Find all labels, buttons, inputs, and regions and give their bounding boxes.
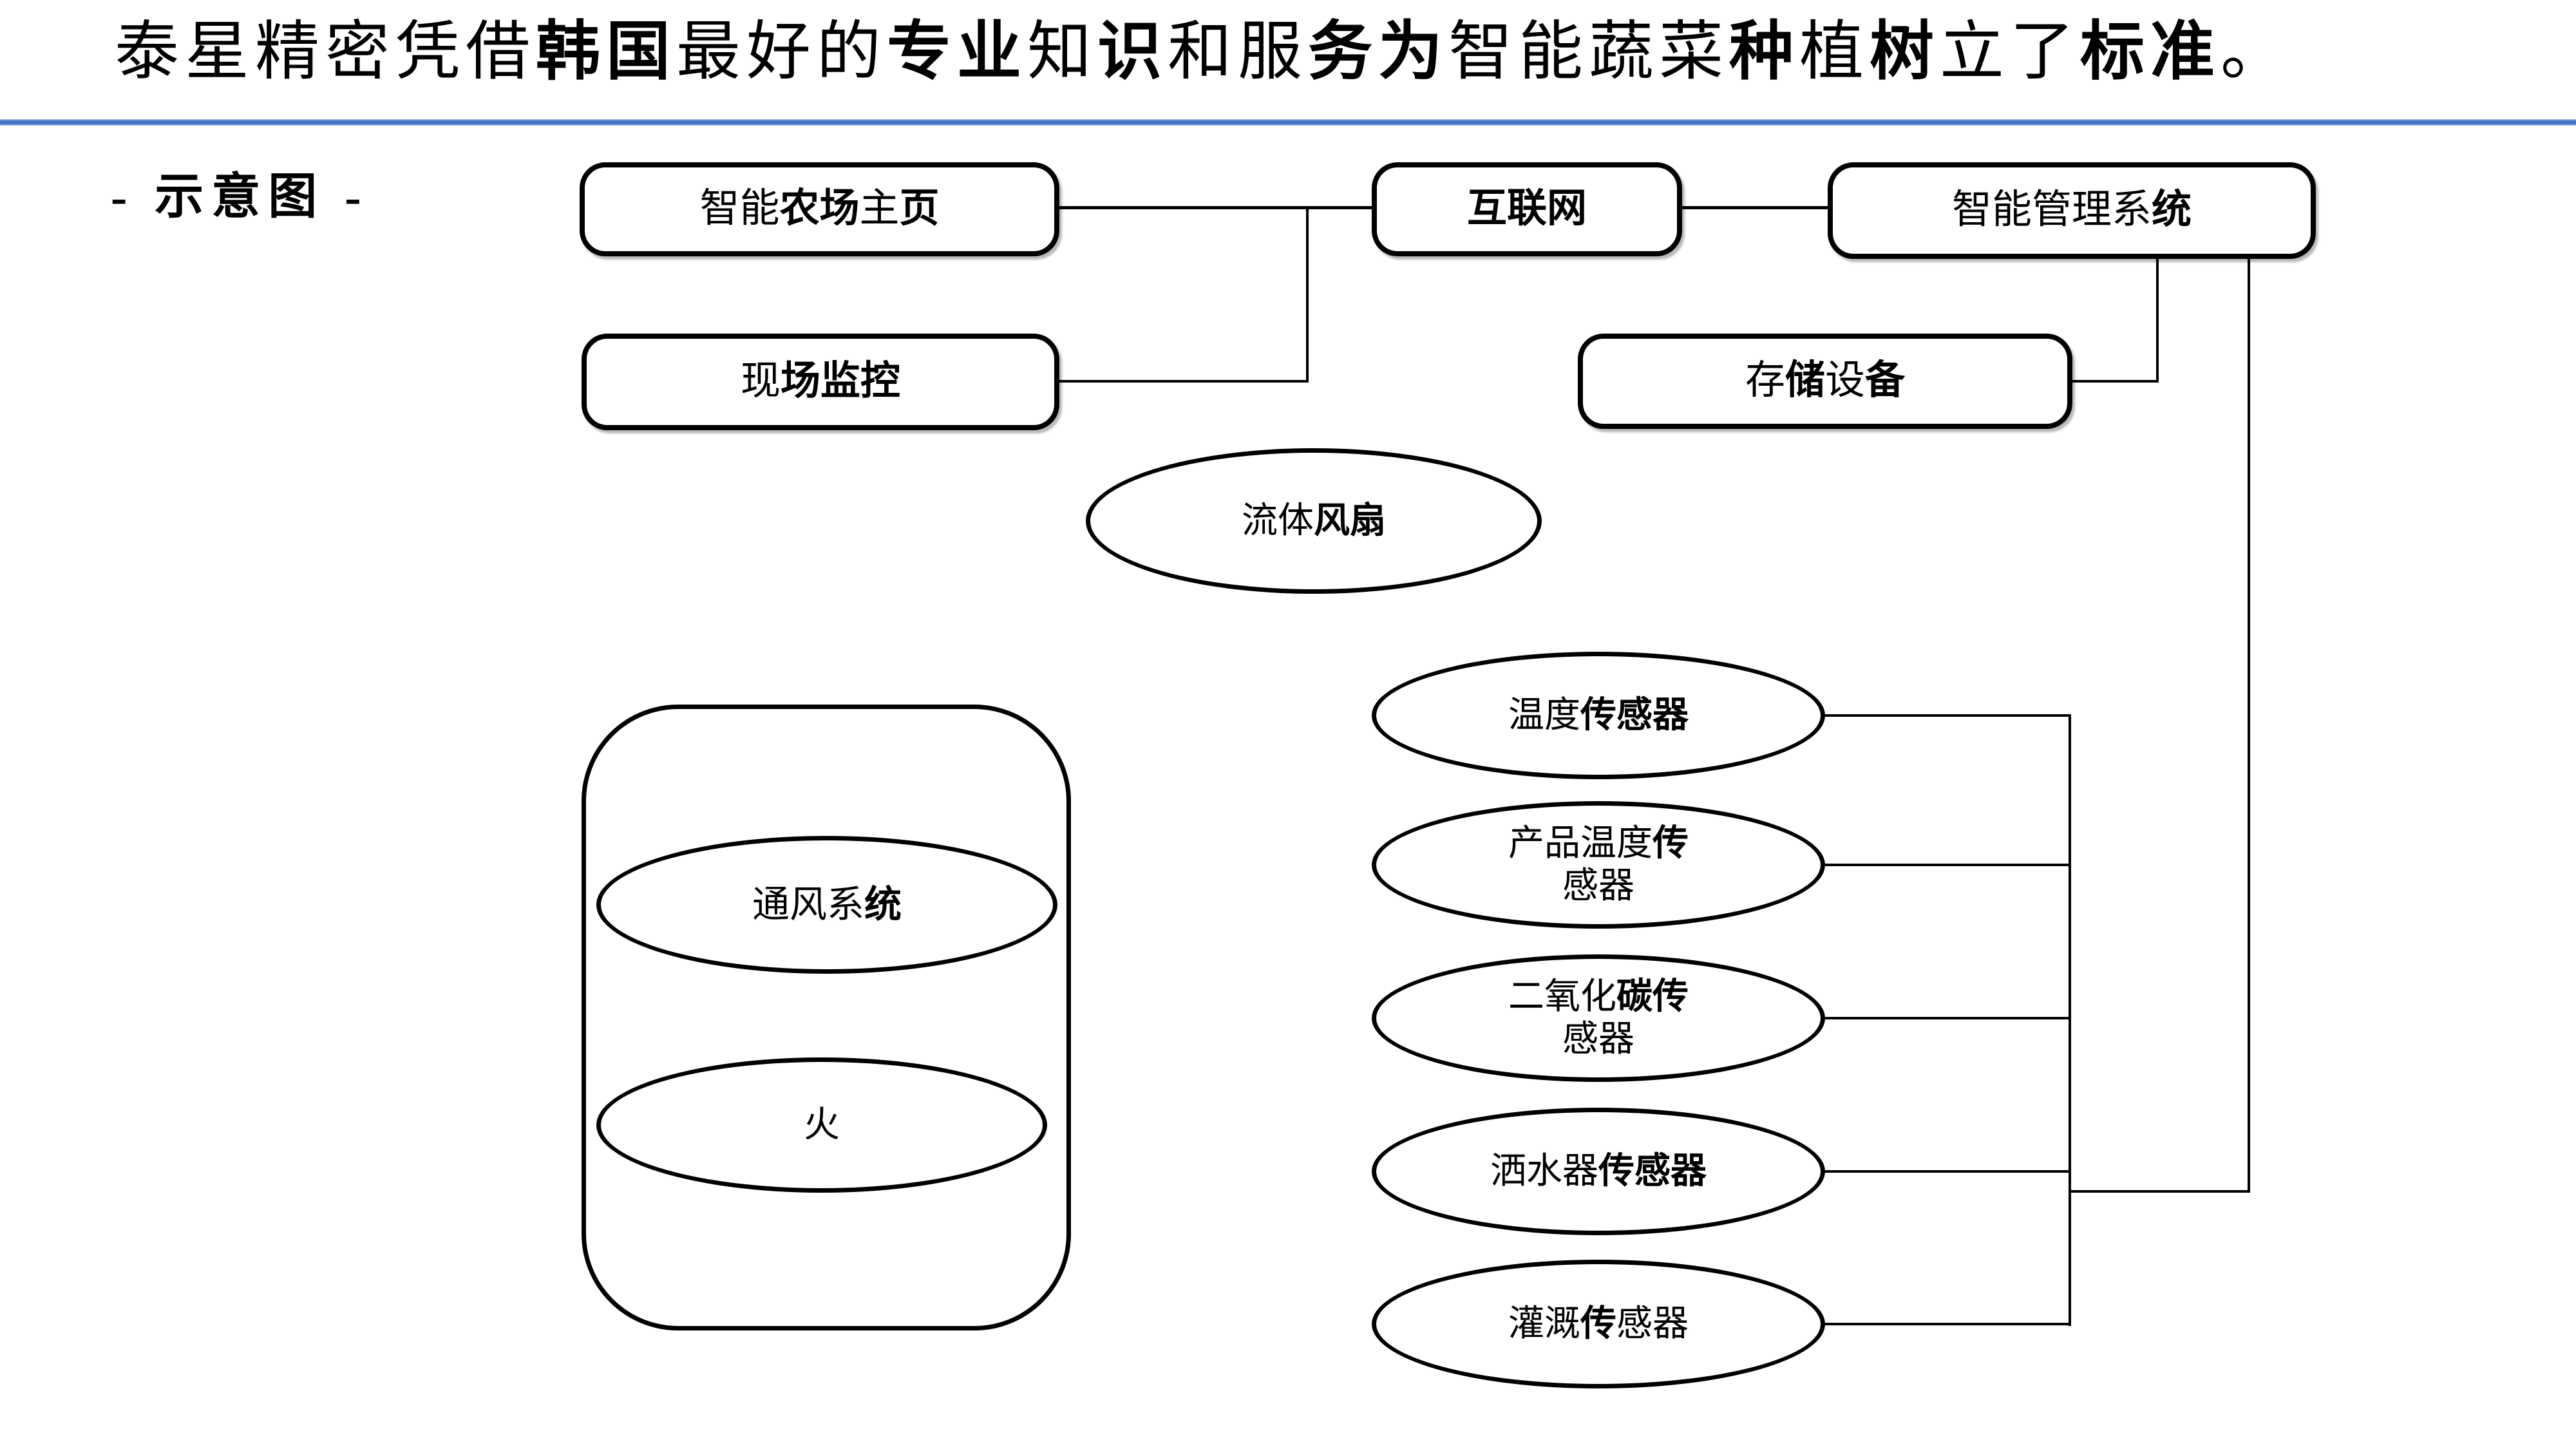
node-co2-sensor: 二氧化碳传感器 xyxy=(1372,954,1825,1082)
ventilation-container-shape xyxy=(582,705,1071,1331)
connector-internet-management xyxy=(1682,206,1828,209)
connector-irrigation-sensor xyxy=(1823,1323,2071,1325)
connector-sensor-bus-vertical xyxy=(2069,714,2071,1326)
node-storage-device: 存储设备 xyxy=(1578,334,2072,429)
node-ventilation-system: 通风系统 xyxy=(596,836,1057,974)
title-divider xyxy=(0,119,2576,126)
connector-temperature-sensor xyxy=(1823,714,2071,717)
connector-co2-sensor xyxy=(1823,1017,2071,1019)
connector-vertical-to-monitoring xyxy=(1306,207,1309,383)
node-product-temperature-sensor: 产品温度传感器 xyxy=(1372,801,1825,929)
node-smart-management-system: 智能管理系统 xyxy=(1828,162,2316,259)
connector-storage-horizontal xyxy=(2072,380,2159,383)
connector-sprinkler-sensor xyxy=(1823,1170,2071,1173)
connector-management-sensors-vertical xyxy=(2248,258,2250,1193)
node-fluid-fan: 流体风扇 xyxy=(1086,448,1542,594)
connector-management-storage-vertical xyxy=(2156,258,2159,383)
node-temperature-sensor: 温度传感器 xyxy=(1372,652,1825,779)
diagram-label: - 示意图 - xyxy=(111,170,369,224)
node-smart-farm-home: 智能农场主页 xyxy=(580,162,1059,256)
connector-monitoring-horizontal xyxy=(1059,380,1309,383)
node-fire: 火 xyxy=(596,1057,1047,1193)
connector-product-temperature-sensor xyxy=(1823,864,2071,866)
node-sprinkler-sensor: 洒水器传感器 xyxy=(1372,1108,1825,1235)
node-irrigation-sensor: 灌溉传感器 xyxy=(1372,1260,1825,1388)
connector-farmhome-internet xyxy=(1059,206,1373,209)
node-internet: 互联网 xyxy=(1372,162,1682,256)
node-site-monitoring: 现场监控 xyxy=(582,334,1059,430)
connector-bus-link-horizontal xyxy=(2070,1190,2250,1193)
slide-title: 泰星精密凭借韩国最好的专业知识和服务为智能蔬菜种植树立了标准。 xyxy=(115,16,2291,88)
